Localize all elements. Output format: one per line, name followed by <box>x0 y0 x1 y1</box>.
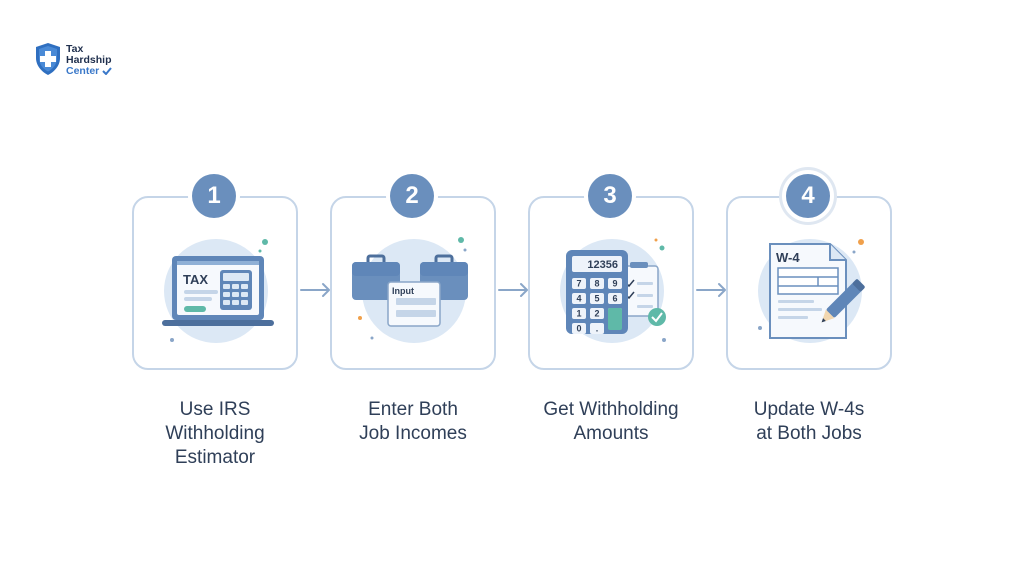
calculator-key-label: 1 <box>576 309 581 319</box>
calculator-key <box>590 278 604 289</box>
brand-name-line1: Tax <box>66 43 84 55</box>
calculator-key-label: . <box>596 324 599 334</box>
step-4-card: W-4 <box>726 196 892 370</box>
calculator-key <box>590 293 604 304</box>
calculator-key-label: 6 <box>612 294 617 304</box>
calculator-key-label: 8 <box>594 279 599 289</box>
calculator-key-label: 7 <box>576 279 581 289</box>
caption-line: Update W-4s <box>753 399 865 420</box>
w4-form-pencil-icon: W-4 <box>758 239 865 343</box>
step-3-card: 12356 7894561230. <box>528 196 694 370</box>
arrow-right-icon <box>498 283 528 297</box>
calculator-display: 12356 <box>587 259 618 271</box>
calculator-key-label: 2 <box>594 309 599 319</box>
arrow-right-icon <box>300 283 330 297</box>
step-3-caption: Get Withholding Amounts <box>516 398 706 446</box>
laptop-tax-calculator-icon: TAX <box>162 239 274 343</box>
step-3-badge: 3 <box>588 174 632 218</box>
step-4-caption: Update W-4s at Both Jobs <box>714 398 904 446</box>
step-2-card: Input <box>330 196 496 370</box>
calculator-key <box>590 323 604 334</box>
calculator-checklist-icon: 12356 7894561230. <box>560 238 666 343</box>
step-1-caption: Use IRS Withholding Estimator <box>120 398 310 470</box>
calculator-key <box>590 308 604 319</box>
calculator-key <box>572 278 586 289</box>
calculator-key-label: 4 <box>576 294 581 304</box>
brand-name-line2: Hardship <box>66 54 112 66</box>
caption-line: at Both Jobs <box>756 423 862 444</box>
calculator-key-label: 9 <box>612 279 617 289</box>
calculator-equals-key <box>608 308 622 330</box>
caption-line: Withholding <box>165 423 265 444</box>
caption-line: Estimator <box>174 447 256 468</box>
tax-screen-label: TAX <box>183 272 208 287</box>
caption-line: Enter Both <box>368 399 458 420</box>
calculator-key <box>572 293 586 304</box>
calculator-key <box>608 278 622 289</box>
arrow-right-icon <box>696 283 726 297</box>
step-4-badge: 4 <box>786 174 830 218</box>
input-form-label: Input <box>392 286 414 296</box>
calculator-key <box>572 308 586 319</box>
step-1-badge: 1 <box>192 174 236 218</box>
calculator-key <box>572 323 586 334</box>
shield-cross-icon <box>36 43 60 75</box>
caption-line: Use IRS <box>179 399 251 420</box>
caption-line: Job Incomes <box>359 423 467 444</box>
check-icon <box>102 67 112 76</box>
caption-line: Amounts <box>573 423 649 444</box>
briefcases-input-form-icon: Input <box>352 237 468 343</box>
brand-name-line3: Center <box>66 65 100 77</box>
brand-logo: Tax Hardship Center <box>34 42 144 82</box>
step-2-badge: 2 <box>390 174 434 218</box>
step-1-card: TAX <box>132 196 298 370</box>
calculator-key-label: 0 <box>576 324 581 334</box>
calculator-key <box>608 293 622 304</box>
caption-line: Get Withholding <box>543 399 679 420</box>
calculator-key-label: 5 <box>594 294 599 304</box>
w4-form-label: W-4 <box>776 250 800 265</box>
step-2-caption: Enter Both Job Incomes <box>318 398 508 446</box>
